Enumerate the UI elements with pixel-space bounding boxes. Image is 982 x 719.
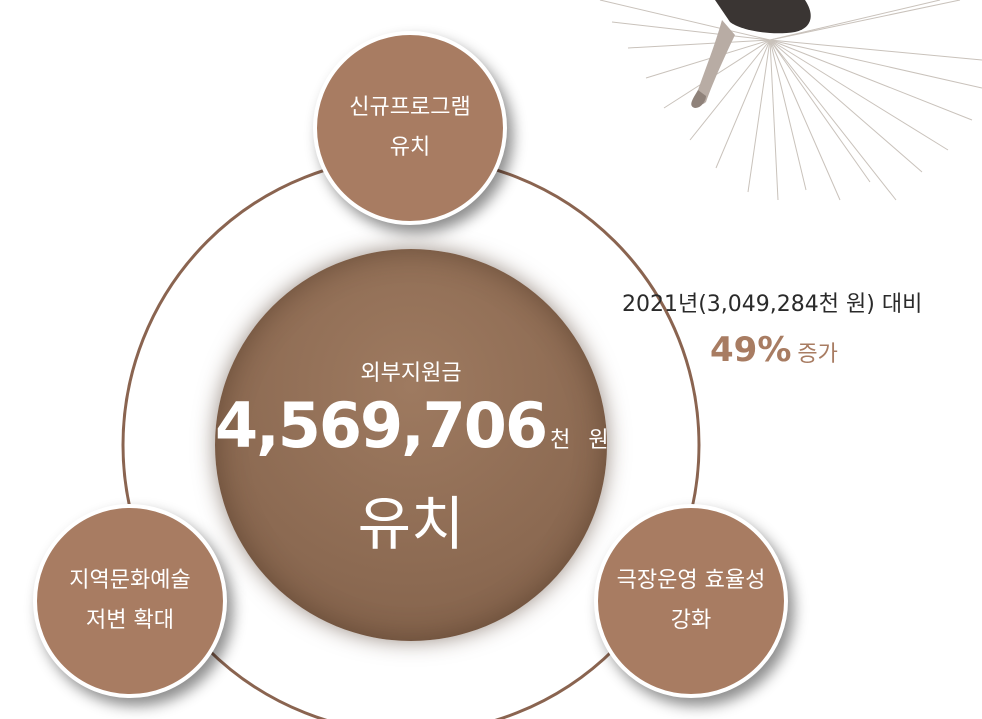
amount-unit-won: 원: [588, 428, 609, 453]
amount-value: 4,569,706: [215, 389, 548, 462]
node-left-line2: 저변 확대: [86, 608, 174, 633]
node-right-line2: 강화: [670, 608, 712, 633]
comparison-text: 2021년(3,049,284천 원) 대비: [622, 292, 923, 317]
node-top-line1: 신규프로그램: [349, 95, 471, 120]
increase-word: 증가: [797, 342, 838, 367]
node-right: 극장운영 효율성 강화: [594, 504, 788, 698]
center-label: 외부지원금: [360, 361, 462, 386]
sunburst-lines: [599, 0, 982, 201]
amount-unit-thousand: 천: [550, 428, 571, 453]
node-left-line1: 지역문화예술: [69, 568, 191, 593]
increase-percent: 49%: [710, 330, 792, 370]
node-top: 신규프로그램 유치: [313, 31, 507, 225]
center-sub: 유치: [357, 490, 465, 558]
node-left: 지역문화예술 저변 확대: [33, 504, 227, 698]
node-right-line1: 극장운영 효율성: [616, 568, 766, 593]
dancer-figure: [691, 0, 811, 108]
comparison-increase: 49%증가: [710, 330, 838, 370]
node-top-line2: 유치: [389, 135, 431, 160]
